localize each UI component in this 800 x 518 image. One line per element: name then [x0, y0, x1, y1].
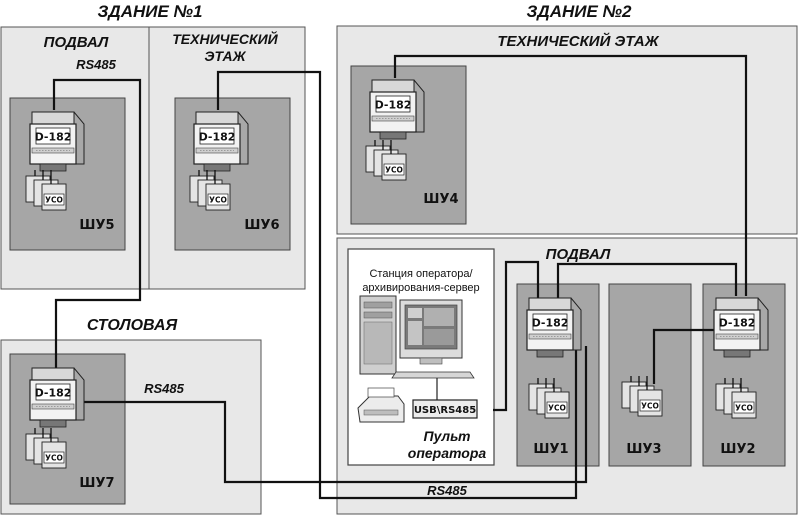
cabinet-label-shu2: ШУ2	[720, 442, 755, 457]
io-modules-shu6: УСО	[189, 169, 231, 211]
console-label-line1: Пульт	[424, 428, 471, 444]
room-title-b1-basement: ПОДВАЛ	[44, 34, 109, 51]
console-label-line2: оператора	[408, 445, 487, 461]
cabinet-shu3	[608, 283, 692, 467]
room-title-b1-tech-line1: ТЕХНИЧЕСКИЙ	[172, 30, 278, 47]
svg-text:УСО: УСО	[45, 196, 63, 205]
cabinet-label-shu1: ШУ1	[533, 442, 568, 457]
io-modules-shu5: УСО	[25, 169, 67, 211]
rs485-bus-lines	[52, 54, 748, 500]
cabinet-label-shu4: ШУ4	[423, 192, 458, 207]
printer-icon	[357, 387, 405, 423]
svg-text:D-182: D-182	[199, 131, 236, 144]
cabinet-shu7	[9, 353, 126, 505]
svg-text:УСО: УСО	[45, 454, 63, 463]
io-modules-shu1: УСО	[528, 377, 570, 419]
controller-shu6: D-182	[193, 111, 249, 172]
room-title-b2-tech: ТЕХНИЧЕСКИЙ ЭТАЖ	[497, 32, 659, 50]
station-label-line1: Станция оператора/	[369, 268, 473, 280]
cabinet-label-shu3: ШУ3	[626, 442, 661, 457]
room-title-b2-basement: ПОДВАЛ	[546, 246, 611, 263]
svg-text:D-182: D-182	[532, 317, 569, 330]
svg-text:УСО: УСО	[385, 166, 403, 175]
room-title-canteen: СТОЛОВАЯ	[87, 317, 178, 334]
usb-rs485-converter	[412, 399, 478, 419]
bus-label-bottom: RS485	[427, 483, 468, 498]
svg-text:D-182: D-182	[375, 99, 412, 112]
svg-text:D-182: D-182	[719, 317, 756, 330]
station-label-line2: архивирования-сервер	[362, 282, 479, 294]
controller-shu4: D-182	[369, 79, 425, 140]
svg-text:D-182: D-182	[35, 131, 72, 144]
io-modules-shu3: УСО	[621, 375, 663, 417]
workstation-computer-icon	[359, 295, 475, 379]
converter-label: USB\RS485	[414, 405, 476, 416]
svg-text:УСО: УСО	[735, 404, 753, 413]
svg-text:УСО: УСО	[641, 402, 659, 411]
svg-text:D-182: D-182	[35, 387, 72, 400]
cabinet-label-shu5: ШУ5	[79, 218, 114, 233]
building-2-title: ЗДАНИЕ №2	[527, 2, 633, 21]
bus-label-middle: RS485	[144, 381, 185, 396]
io-modules-shu4: УСО	[365, 139, 407, 181]
svg-text:УСО: УСО	[548, 404, 566, 413]
controller-shu1: D-182	[526, 297, 582, 358]
cabinet-label-shu7: ШУ7	[79, 476, 114, 491]
bus-label-top: RS485	[76, 57, 117, 72]
building-1-title: ЗДАНИЕ №1	[98, 2, 203, 21]
controller-shu7: D-182	[29, 367, 85, 428]
io-modules-shu2: УСО	[715, 377, 757, 419]
cabinet-label-shu6: ШУ6	[244, 218, 279, 233]
io-modules-shu7: УСО	[25, 427, 67, 469]
svg-text:УСО: УСО	[209, 196, 227, 205]
room-title-b1-tech-line2: ЭТАЖ	[204, 48, 246, 64]
controller-shu5: D-182	[29, 111, 85, 172]
controller-shu2: D-182	[713, 297, 769, 358]
